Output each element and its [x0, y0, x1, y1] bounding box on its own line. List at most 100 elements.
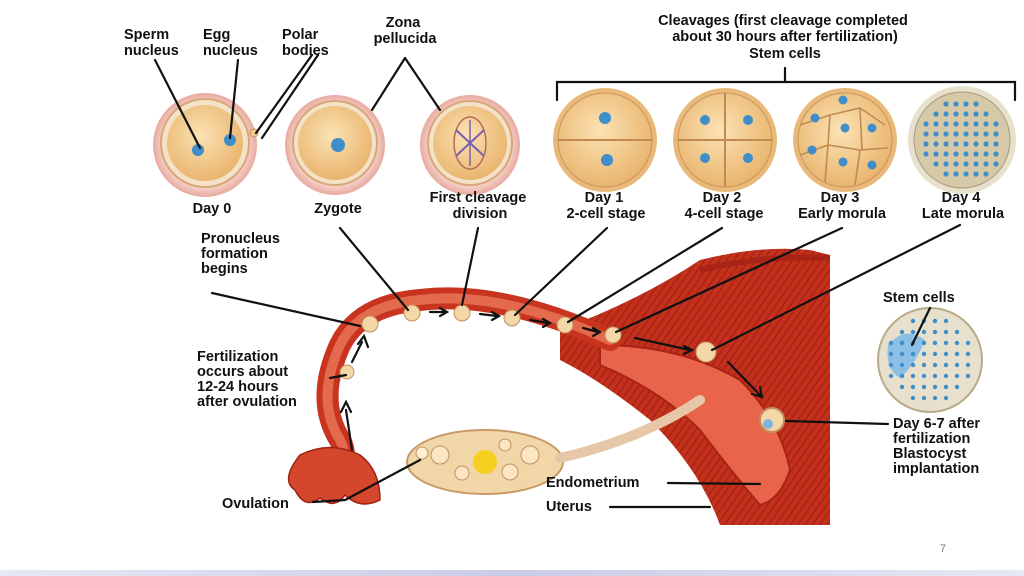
- cell-nucleus-dot: [973, 111, 979, 117]
- cell-nucleus-dot: [943, 362, 949, 368]
- label-day4: Day 4 Late morula: [922, 190, 1005, 222]
- cell-nucleus-dot: [932, 351, 938, 357]
- cell-nucleus-dot: [943, 340, 949, 346]
- cell-nucleus-dot: [888, 373, 894, 379]
- cell-nucleus-dot: [965, 373, 971, 379]
- footer-bar: [0, 570, 1024, 576]
- label-stem-cells-top: Stem cells: [749, 46, 821, 62]
- cell-nucleus-dot: [973, 151, 979, 157]
- cell-nucleus-dot: [933, 121, 939, 127]
- label-egg-nucleus: Egg nucleus: [203, 27, 258, 59]
- cleavage-bracket: [555, 66, 1017, 102]
- cell-nucleus-dot: [910, 362, 916, 368]
- cell-nucleus-dot: [963, 101, 969, 107]
- leader-lines: [153, 53, 962, 509]
- label-first-cleavage: First cleavage division: [430, 190, 531, 222]
- stage-first-cleavage: [420, 95, 520, 195]
- label-zona-pellucida: Zona pellucida: [374, 15, 438, 47]
- cell-nucleus-dot: [953, 141, 959, 147]
- cell-nucleus-dot: [965, 362, 971, 368]
- cell-nucleus-dot: [923, 131, 929, 137]
- label-cleavages: Cleavages (first cleavage completed abou…: [658, 13, 912, 45]
- cell-nucleus-dot: [943, 121, 949, 127]
- cell-nucleus-dot: [983, 151, 989, 157]
- stage-day2: [673, 88, 777, 192]
- cell-nucleus-dot: [953, 161, 959, 167]
- label-pronucleus: Pronucleus formation begins: [201, 231, 284, 277]
- cell-nucleus-dot: [943, 161, 949, 167]
- label-fertilization: Fertilization occurs about 12-24 hours a…: [197, 349, 297, 410]
- cell-nucleus-dot: [932, 384, 938, 390]
- cell-nucleus-dot: [932, 373, 938, 379]
- label-day2: Day 2 4-cell stage: [685, 190, 764, 222]
- cell-nucleus-dot: [921, 362, 927, 368]
- cell-nucleus-dot: [899, 340, 905, 346]
- cell-nucleus-dot: [973, 161, 979, 167]
- cell-nucleus-dot: [943, 111, 949, 117]
- label-sperm-nucleus: Sperm nucleus: [124, 27, 179, 59]
- cell-nucleus-dot: [933, 161, 939, 167]
- cell-nucleus-dot: [983, 121, 989, 127]
- label-day1: Day 1 2-cell stage: [567, 190, 646, 222]
- cell-nucleus-dot: [973, 121, 979, 127]
- stage-day0: [153, 93, 259, 197]
- cell-nucleus-dot: [923, 141, 929, 147]
- cell-nucleus-dot: [923, 121, 929, 127]
- cell-nucleus-dot: [954, 351, 960, 357]
- cell-nucleus-dot: [983, 111, 989, 117]
- cell-nucleus-dot: [933, 111, 939, 117]
- cell-nucleus-dot: [983, 161, 989, 167]
- cell-nucleus-dot: [921, 329, 927, 335]
- cell-nucleus-dot: [963, 141, 969, 147]
- cell-nucleus-dot: [963, 111, 969, 117]
- stage-day3: [793, 88, 897, 192]
- cell-nucleus-dot: [888, 362, 894, 368]
- cell-nucleus-dot: [899, 362, 905, 368]
- cell-nucleus-dot: [943, 318, 949, 324]
- cell-nucleus-dot: [993, 121, 999, 127]
- cell-nucleus-dot: [910, 395, 916, 401]
- cell-nucleus-dot: [943, 329, 949, 335]
- cell-nucleus-dot: [933, 131, 939, 137]
- cell-nucleus-dot: [899, 384, 905, 390]
- label-polar-bodies: Polar bodies: [282, 27, 329, 59]
- cell-nucleus-dot: [963, 171, 969, 177]
- cell-nucleus-dot: [943, 384, 949, 390]
- blastocyst-inset: [877, 307, 983, 413]
- cell-nucleus-dot: [953, 111, 959, 117]
- label-endometrium: Endometrium: [546, 475, 639, 491]
- cell-nucleus-dot: [963, 161, 969, 167]
- cell-nucleus-dot: [888, 351, 894, 357]
- cell-nucleus-dot: [973, 131, 979, 137]
- cell-nucleus-dot: [954, 340, 960, 346]
- cell-nucleus-dot: [953, 131, 959, 137]
- cell-nucleus-dot: [983, 171, 989, 177]
- cell-nucleus-dot: [943, 101, 949, 107]
- cell-nucleus-dot: [921, 351, 927, 357]
- cell-nucleus-dot: [932, 340, 938, 346]
- cell-nucleus-dot: [973, 101, 979, 107]
- cell-nucleus-dot: [932, 395, 938, 401]
- label-day0: Day 0: [193, 201, 232, 217]
- cell-nucleus-dot: [943, 141, 949, 147]
- cell-nucleus-dot: [953, 171, 959, 177]
- label-stem-cells-right: Stem cells: [883, 290, 955, 306]
- cell-nucleus-dot: [983, 141, 989, 147]
- cell-nucleus-dot: [910, 329, 916, 335]
- cell-nucleus-dot: [943, 151, 949, 157]
- cell-nucleus-dot: [943, 351, 949, 357]
- cell-nucleus-dot: [953, 101, 959, 107]
- cell-nucleus-dot: [899, 351, 905, 357]
- cell-nucleus-dot: [993, 141, 999, 147]
- cell-nucleus-dot: [983, 131, 989, 137]
- cell-nucleus-dot: [899, 329, 905, 335]
- reproductive-tract: [287, 248, 831, 525]
- cell-nucleus-dot: [923, 151, 929, 157]
- cell-nucleus-dot: [993, 131, 999, 137]
- cell-nucleus-dot: [954, 373, 960, 379]
- stage-zygote: [285, 95, 385, 195]
- cell-nucleus-dot: [921, 395, 927, 401]
- cell-nucleus-dot: [973, 141, 979, 147]
- cell-nucleus-dot: [943, 373, 949, 379]
